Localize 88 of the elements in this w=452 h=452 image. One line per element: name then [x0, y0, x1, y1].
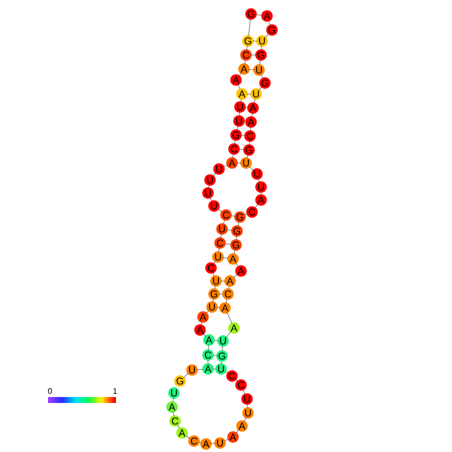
backbone-line: [250, 126, 251, 132]
backbone-line: [223, 164, 228, 168]
base-pair-line: [238, 149, 244, 150]
backbone-line: [222, 346, 223, 352]
backbone-line: [232, 154, 234, 158]
backbone-line: [238, 72, 242, 76]
backbone-line: [268, 20, 271, 26]
backbone-line: [238, 84, 240, 90]
base-pair-line: [248, 69, 254, 70]
backbone-line: [235, 379, 238, 382]
backbone-line: [260, 74, 264, 79]
backbone-line: [226, 298, 228, 304]
base-pair-line: [236, 162, 242, 164]
base-pair-line: [212, 355, 218, 356]
backbone-line: [208, 184, 210, 188]
backbone-line: [256, 14, 262, 16]
backbone-line: [260, 192, 262, 196]
backbone-line: [221, 360, 222, 364]
base-pair-line: [220, 280, 226, 282]
backbone-line: [172, 412, 174, 416]
backbone-line: [214, 286, 216, 290]
backbone-line: [226, 312, 232, 324]
base-pair-line: [240, 135, 246, 136]
backbone-line: [236, 262, 238, 268]
backbone-line: [226, 332, 232, 338]
base-pair-line: [244, 121, 246, 122]
backbone-line: [258, 178, 260, 183]
backbone-line: [258, 86, 262, 90]
backbone-line: [212, 172, 216, 176]
backbone-line: [224, 438, 229, 442]
base-pair-line: [226, 229, 232, 231]
backbone-line: [206, 310, 209, 314]
backbone-line: [224, 371, 228, 374]
backbone-line: [198, 442, 202, 444]
backbone-line: [242, 389, 246, 395]
base-pair-line: [212, 368, 216, 370]
base-pair-line: [214, 340, 218, 341]
backbone-line: [261, 46, 262, 50]
base-pair-line: [230, 215, 236, 217]
backbone-line: [249, 166, 254, 171]
backbone-line: [172, 398, 174, 402]
backbone-line: [234, 140, 236, 144]
backbone-line: [223, 220, 225, 224]
backbone-line: [200, 322, 202, 326]
backbone-line: [203, 333, 206, 337]
base-pair-line: [222, 257, 228, 259]
base-pair-line: [216, 307, 220, 308]
backbone-line: [236, 236, 237, 240]
backbone-line: [183, 373, 189, 378]
backbone-line: [186, 436, 190, 438]
backbone-line: [254, 98, 256, 104]
backbone-line: [236, 430, 240, 434]
backbone-line: [236, 126, 238, 130]
backbone-line: [218, 248, 220, 252]
backbone-line: [240, 98, 242, 102]
backbone-line: [213, 260, 216, 264]
base-pair-line: [244, 107, 248, 108]
scale-label: 1: [113, 388, 117, 394]
backbone-line: [220, 234, 222, 238]
backbone-line: [244, 60, 246, 64]
backbone-line: [254, 204, 258, 208]
backbone-line: [218, 208, 222, 212]
base-pair-line: [250, 54, 256, 56]
scale-label: 0: [48, 388, 52, 394]
backbone-line: [247, 404, 248, 408]
backbone-line: [244, 417, 246, 422]
backbone-line: [177, 425, 180, 429]
backbone-line: [246, 154, 248, 158]
backbone-line: [228, 286, 230, 290]
backbone-line: [246, 46, 248, 50]
backbone-line: [265, 33, 269, 38]
backbone-line: [212, 298, 214, 302]
backbone-line: [210, 197, 212, 202]
backbone-line: [251, 112, 253, 118]
backbone-line: [234, 250, 236, 254]
backbone-line: [208, 344, 209, 350]
backbone-line: [212, 272, 214, 277]
backbone-line: [248, 18, 251, 36]
backbone-line: [210, 443, 216, 444]
base-pair-line: [252, 40, 258, 42]
backbone-line: [233, 274, 238, 278]
backbone-line: [259, 60, 261, 66]
backbone-line: [249, 140, 250, 146]
backbone-line: [244, 214, 248, 216]
backbone-line: [196, 369, 204, 370]
backbone-line: [238, 222, 240, 226]
base-pair-line: [224, 243, 232, 245]
backbone-line: [239, 112, 240, 116]
